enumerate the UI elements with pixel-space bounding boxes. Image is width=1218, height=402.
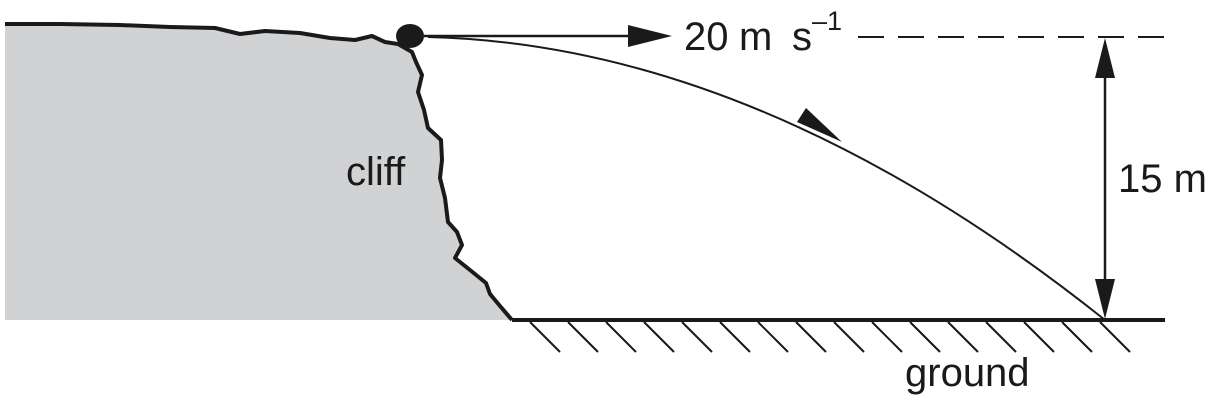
ground-hatch-mark [681, 321, 713, 353]
projectile-ball [396, 24, 424, 48]
ground-hatch-mark [1099, 321, 1131, 353]
height-arrowhead-top [1095, 38, 1115, 78]
cliff-face [5, 24, 512, 320]
ground-hatch-mark [567, 321, 599, 353]
ground-hatch-mark [909, 321, 941, 353]
velocity-unit-s: s [792, 15, 812, 59]
cliff-label: cliff [346, 150, 406, 194]
ground-hatch-mark [1061, 321, 1093, 353]
ground-hatch-mark [529, 321, 561, 353]
velocity-label: 20 m s –1 [684, 6, 842, 59]
cliff-edge-line [5, 22, 514, 322]
velocity-value: 20 [684, 15, 729, 59]
velocity-unit-m: m [739, 15, 772, 59]
ground-hatch-mark [795, 321, 827, 353]
ground-hatch-mark [719, 321, 751, 353]
height-arrowhead-bottom [1095, 279, 1115, 319]
ground-hatch-mark [871, 321, 903, 353]
trajectory-arrowhead [797, 108, 842, 142]
velocity-exponent: –1 [812, 6, 842, 36]
ground-hatch-mark [605, 321, 637, 353]
ground-hatch-mark [985, 321, 1017, 353]
ground-hatch-mark [757, 321, 789, 353]
ground-hatch-mark [833, 321, 865, 353]
height-label: 15 m [1118, 157, 1207, 201]
ground-hatching [529, 321, 1131, 353]
velocity-arrowhead [628, 25, 672, 47]
trajectory-curve [427, 36, 1106, 321]
ground-label: ground [905, 351, 1030, 395]
ground-hatch-mark [1023, 321, 1055, 353]
ground-hatch-mark [643, 321, 675, 353]
ground-hatch-mark [947, 321, 979, 353]
